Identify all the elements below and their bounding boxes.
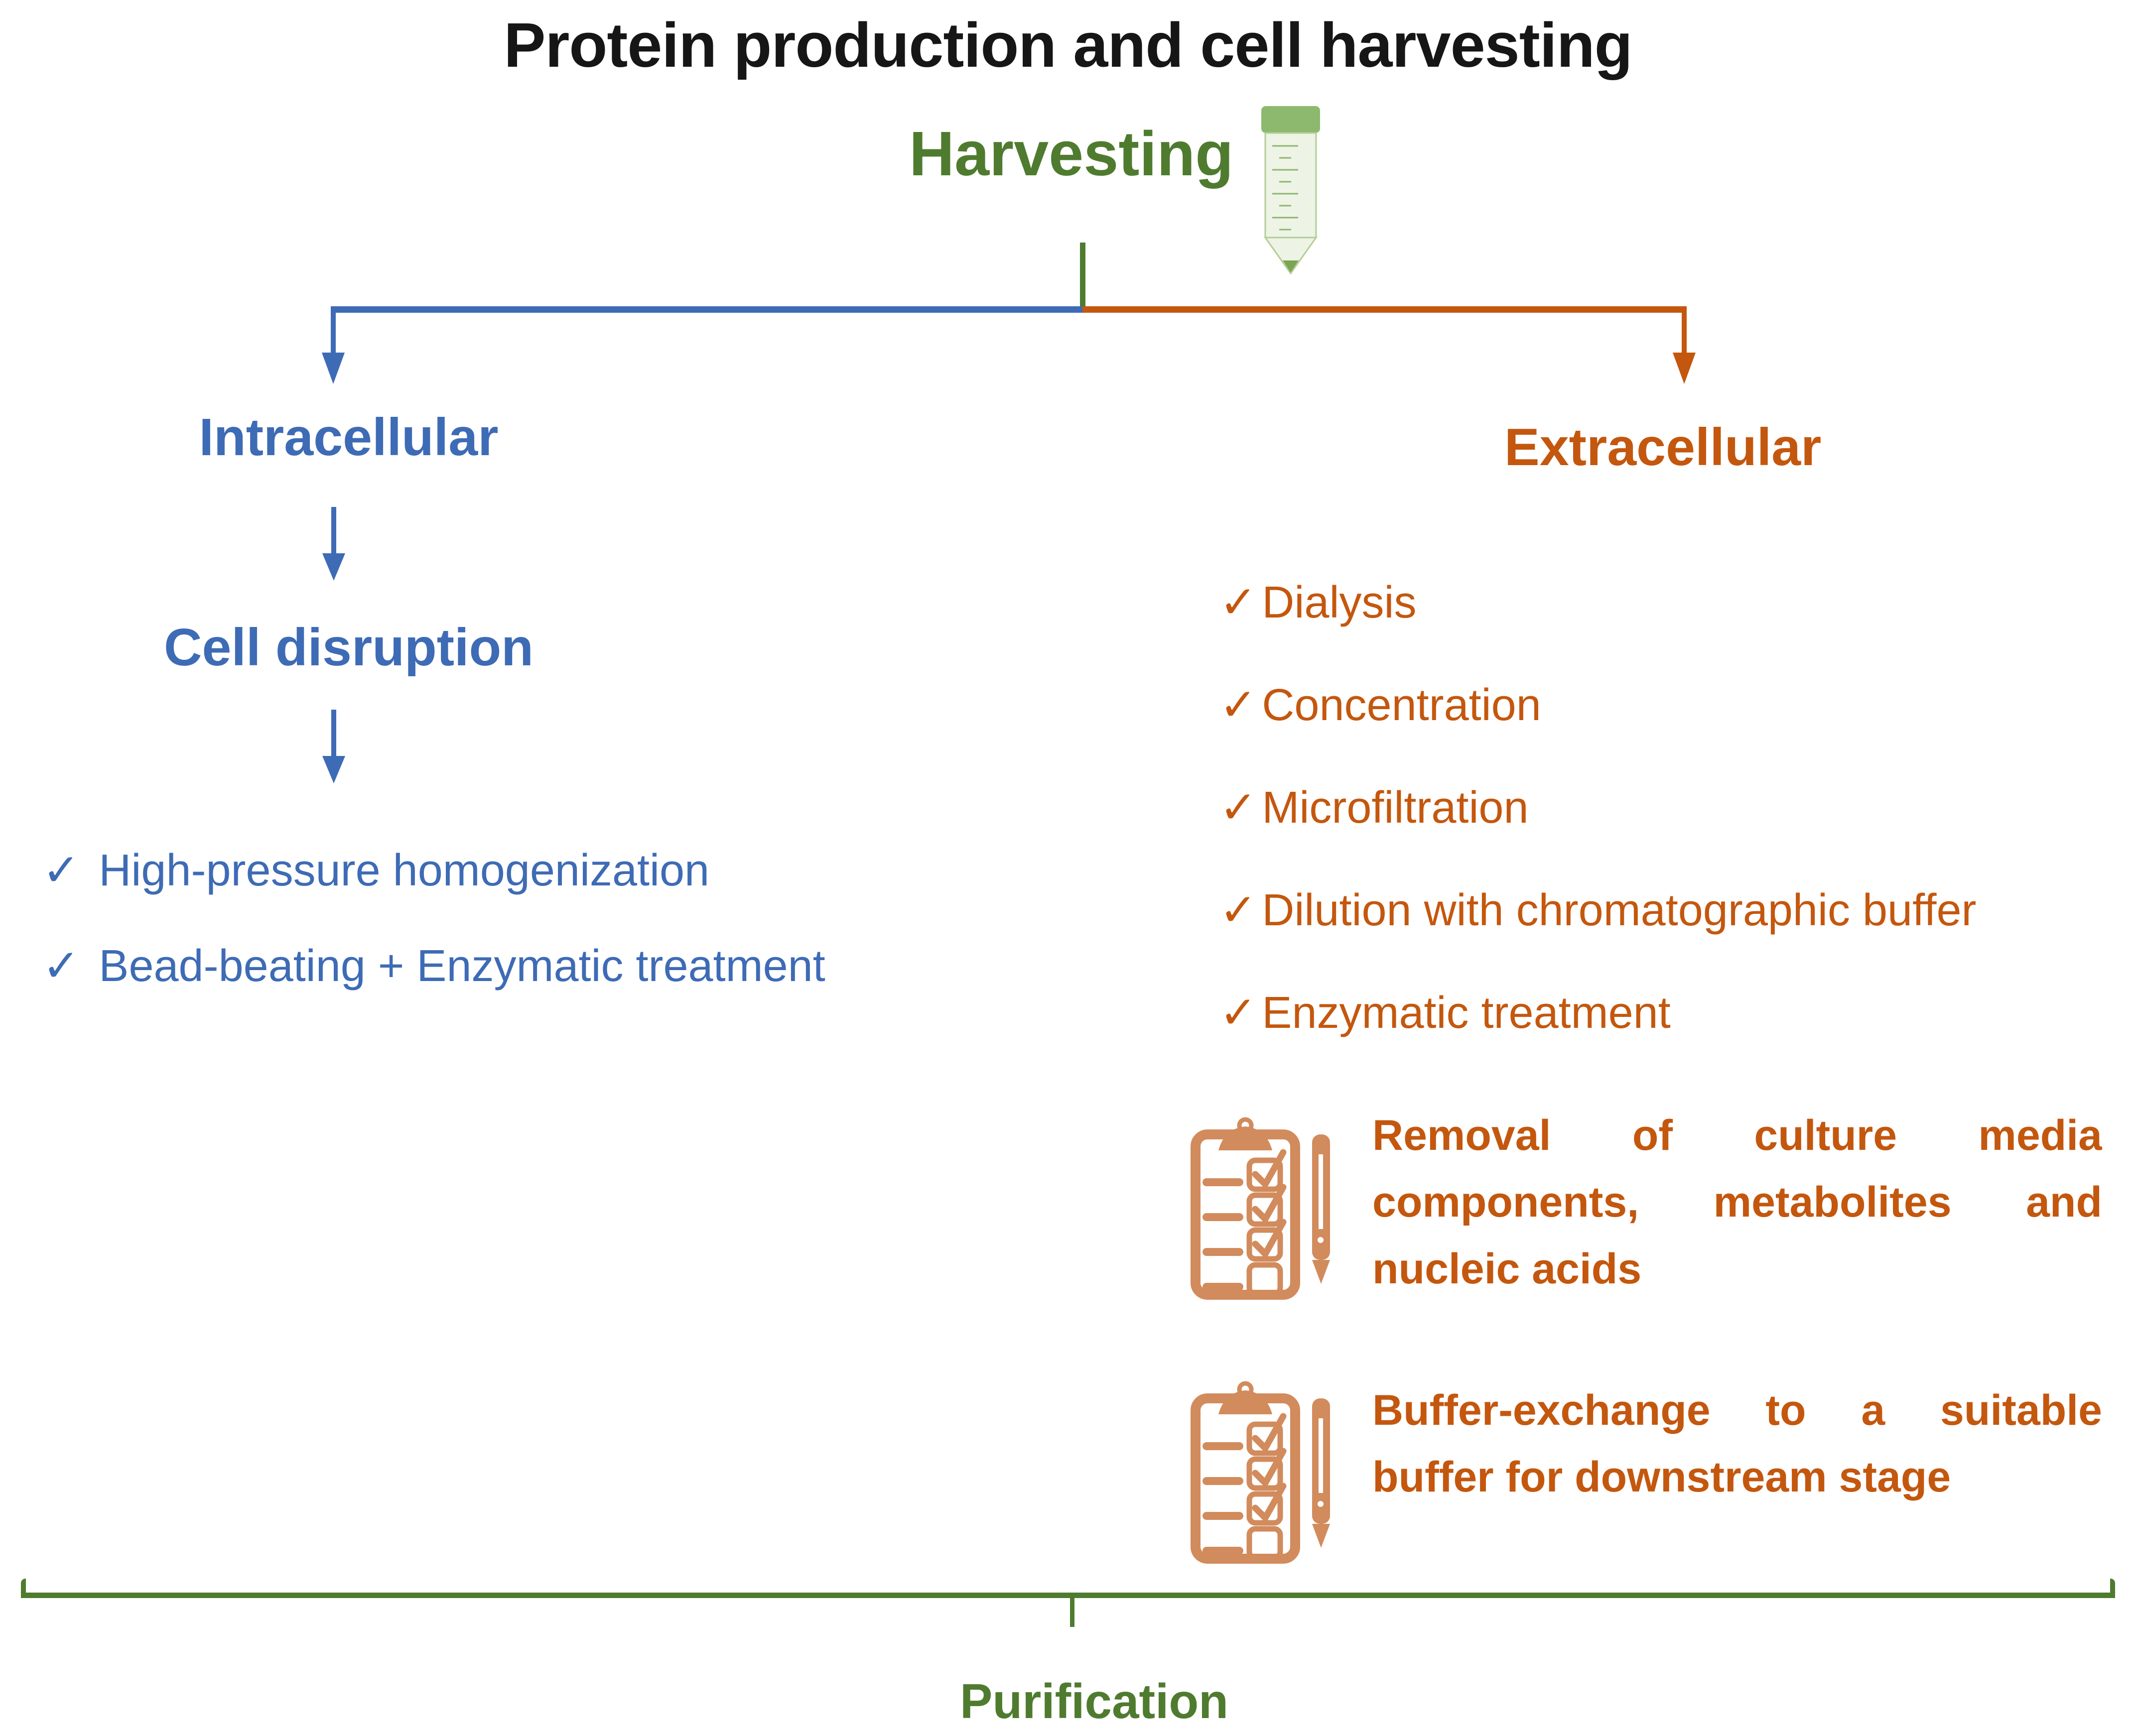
checklist-item: ✓Enzymatic treatment [1219, 988, 1671, 1038]
falcon-tube-icon [1261, 106, 1320, 275]
purification-stem [1070, 1598, 1074, 1627]
clipboard-checklist-icon [1191, 1381, 1330, 1564]
extracellular-label: Extracellular [1504, 418, 1822, 477]
note-text: Removal of culture media components, met… [1372, 1102, 2102, 1302]
arrow-down-icon [322, 507, 345, 581]
check-icon: ✓ [42, 940, 80, 992]
checklist-item: ✓Concentration [1219, 683, 1541, 728]
check-icon: ✓ [1219, 987, 1257, 1039]
note-line: components, metabolites and [1372, 1178, 2102, 1226]
bracket-end-tick [21, 1579, 26, 1597]
checklist-item-label: High-pressure homogenization [99, 846, 710, 895]
branch-connector-left [331, 306, 1082, 313]
arrow-down-icon [322, 306, 345, 384]
checklist-item: ✓Bead-beating + Enzymatic treatment [42, 944, 825, 989]
purification-bracket [21, 1593, 2115, 1598]
page-title: Protein production and cell harvesting [504, 10, 1632, 80]
arrow-down-icon [1673, 306, 1696, 384]
intracellular-label: Intracellular [199, 408, 499, 467]
check-icon: ✓ [1219, 781, 1257, 834]
arrow-down-icon [322, 710, 345, 783]
checklist-item: ✓High-pressure homogenization [42, 848, 709, 893]
note-line: Buffer-exchange to a suitable [1372, 1386, 2102, 1434]
check-icon: ✓ [1219, 884, 1257, 936]
checklist-item-label: Dialysis [1262, 578, 1417, 627]
note-text: Buffer-exchange to a suitable buffer for… [1372, 1377, 2102, 1510]
check-icon: ✓ [42, 844, 80, 896]
harvesting-label: Harvesting [909, 119, 1234, 189]
checklist-item-label: Bead-beating + Enzymatic treatment [99, 941, 825, 991]
clipboard-rows [1202, 1413, 1287, 1561]
checklist-item-label: Concentration [1262, 680, 1541, 730]
note-line: buffer for downstream stage [1372, 1453, 1951, 1501]
purification-label: Purification [960, 1674, 1229, 1729]
checklist-item-label: Enzymatic treatment [1262, 988, 1671, 1038]
harvesting-stem [1080, 243, 1085, 307]
branch-connector-right [1082, 306, 1687, 313]
clipboard-rows [1202, 1149, 1287, 1297]
bracket-end-tick [2110, 1579, 2115, 1597]
tube-graduations [1272, 145, 1298, 231]
checklist-item: ✓Dialysis [1219, 580, 1416, 625]
checklist-item-label: Microfiltration [1262, 783, 1529, 833]
note-line: Removal of culture media [1372, 1112, 2102, 1159]
cell-disruption-label: Cell disruption [164, 618, 534, 677]
clipboard-checklist-icon [1191, 1117, 1330, 1300]
check-icon: ✓ [1219, 679, 1257, 731]
check-icon: ✓ [1219, 576, 1257, 628]
pencil-icon [1312, 1398, 1330, 1548]
checklist-item: ✓Microfiltration [1219, 783, 1529, 833]
pencil-icon [1312, 1134, 1330, 1284]
note-line: nucleic acids [1372, 1245, 1642, 1293]
checklist-item-label: Dilution with chromatographic buffer [1262, 885, 1977, 935]
checklist-item: ✓Dilution with chromatographic buffer [1219, 888, 1977, 933]
